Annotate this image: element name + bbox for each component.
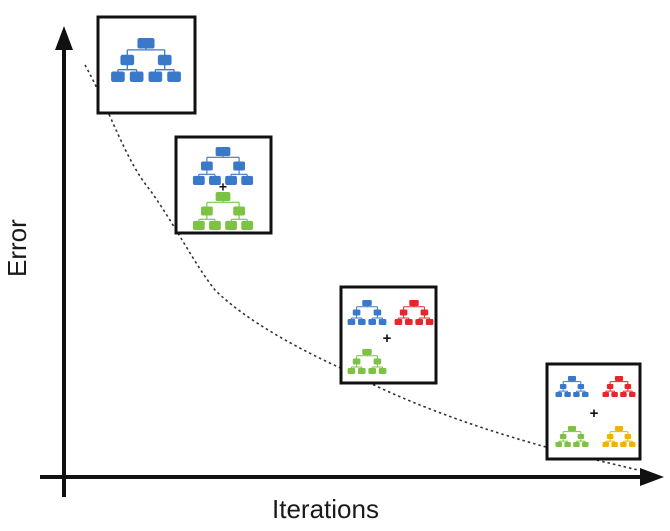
inner-plus-sign: +	[383, 330, 392, 347]
stage-3: +	[339, 285, 438, 385]
y-axis-arrowhead	[55, 26, 73, 50]
x-axis-arrowhead	[640, 468, 664, 486]
blue-tree-icon	[192, 147, 254, 185]
stage-2: +	[174, 135, 273, 235]
orange-tree-icon	[602, 426, 636, 447]
blue-tree-icon	[347, 300, 387, 325]
red-tree-icon	[394, 300, 434, 325]
ensemble-box	[96, 15, 197, 115]
y-axis-label: Error	[2, 219, 32, 277]
inner-plus-sign: +	[219, 179, 227, 195]
blue-tree-icon	[111, 38, 181, 82]
green-tree-icon	[192, 192, 254, 230]
green-tree-icon	[347, 349, 387, 374]
stage-4: +	[545, 362, 642, 461]
green-tree-icon	[555, 426, 589, 447]
blue-tree-icon	[555, 376, 589, 397]
inner-plus-sign: +	[590, 405, 599, 422]
stage-1	[96, 15, 197, 115]
error-curve	[84, 64, 639, 471]
axes	[40, 26, 664, 497]
red-tree-icon	[602, 376, 636, 397]
x-axis-label: Iterations	[272, 494, 379, 524]
